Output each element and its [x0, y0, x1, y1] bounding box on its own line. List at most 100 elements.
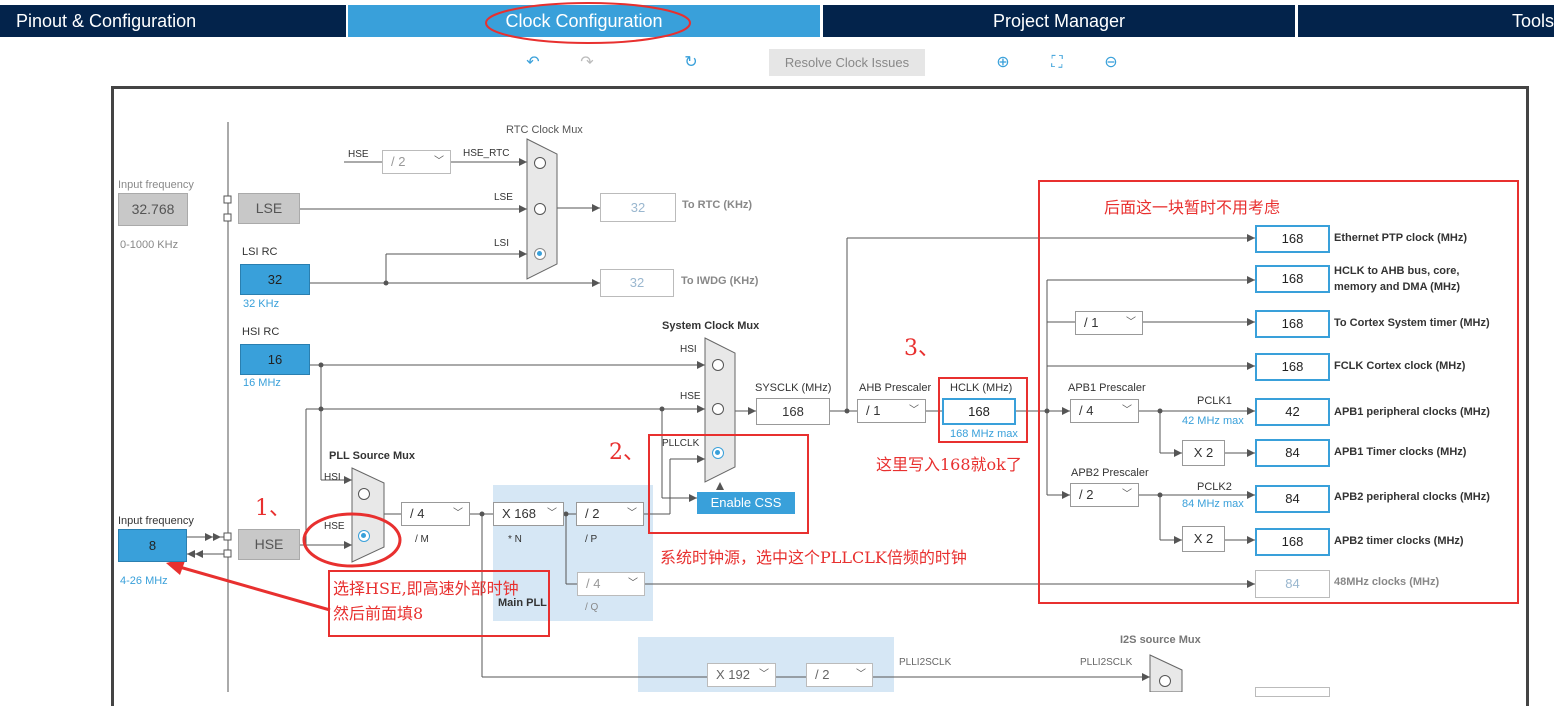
apb2-peripheral-output[interactable]: 84: [1255, 485, 1330, 513]
i2s-mux-radio[interactable]: [1159, 675, 1171, 687]
pll-m-divider-select[interactable]: / 4﹀: [401, 502, 470, 526]
pllclk-note: 系统时钟源，选中这个PLLCLK倍频的时钟: [660, 548, 967, 567]
lse-range-label: 0-1000 KHz: [120, 239, 179, 251]
rtc-hse-divider-value: / 2: [391, 154, 406, 169]
main-pll-label: Main PLL: [498, 597, 547, 609]
chevron-down-icon: ﹀: [856, 669, 866, 680]
apb1-prescaler-value: / 4: [1079, 403, 1094, 418]
sys-mux-hsi-radio[interactable]: [712, 359, 724, 371]
chevron-down-icon: ﹀: [1122, 489, 1132, 500]
enable-css-button[interactable]: Enable CSS: [697, 492, 795, 514]
rtc-lse-label: LSE: [494, 192, 513, 203]
pll-n-label: * N: [508, 534, 522, 545]
rtc-lsi-label: LSI: [494, 238, 510, 249]
pll-m-label: / M: [415, 534, 429, 545]
apb1-prescaler-label: APB1 Prescaler: [1068, 382, 1146, 394]
hse-input-frequency-field[interactable]: 8: [118, 529, 187, 562]
tab-tools[interactable]: Tools: [1298, 5, 1554, 37]
pll-q-divider-select[interactable]: / 4﹀: [577, 572, 645, 596]
apb2-timer-output[interactable]: 168: [1255, 528, 1330, 556]
chevron-down-icon: ﹀: [628, 578, 638, 589]
plli2s-r-select[interactable]: / 2﹀: [806, 663, 873, 687]
i2s-output-field[interactable]: [1255, 687, 1330, 697]
zoom-in-icon[interactable]: ⊕: [996, 54, 1010, 71]
ahb-prescaler-select[interactable]: / 1﹀: [857, 399, 926, 423]
sysclk-label: SYSCLK (MHz): [755, 382, 832, 394]
sys-mux-pllclk-radio[interactable]: [712, 447, 724, 459]
sys-mux-hsi-label: HSI: [680, 344, 697, 355]
apb1-timer-output[interactable]: 84: [1255, 439, 1330, 467]
pclk1-label: PCLK1: [1197, 395, 1232, 407]
apb2-timer-multiplier: X 2: [1182, 526, 1225, 552]
rtc-hse-label: HSE: [348, 149, 369, 160]
apb1-peripheral-label: APB1 peripheral clocks (MHz): [1334, 406, 1490, 418]
redo-icon[interactable]: ↷: [580, 54, 594, 71]
plli2s-n-select[interactable]: X 192﹀: [707, 663, 776, 687]
rtc-mux-lse-radio[interactable]: [534, 203, 546, 215]
hse-note-box: [328, 570, 550, 637]
apb1-prescaler-select[interactable]: / 4﹀: [1070, 399, 1139, 423]
rtc-output-field[interactable]: 32: [600, 193, 676, 222]
chevron-down-icon: ﹀: [627, 508, 637, 519]
hsi-unit-label: 16 MHz: [243, 377, 281, 389]
pll-q-label: / Q: [585, 602, 599, 613]
pclk1-max-label: 42 MHz max: [1182, 415, 1244, 427]
pll-n-multiplier-select[interactable]: X 168﹀: [493, 502, 564, 526]
tab-label: Pinout & Configuration: [16, 11, 197, 31]
pll-source-mux-title: PLL Source Mux: [329, 450, 415, 462]
tab-label: Project Manager: [992, 11, 1126, 31]
clock-48mhz-output[interactable]: 84: [1255, 570, 1330, 598]
apb2-prescaler-select[interactable]: / 2 ﹀: [1070, 483, 1139, 507]
iwdg-output-field[interactable]: 32: [600, 269, 674, 297]
lsi-value-block: 32: [240, 264, 310, 295]
pll-src-hse-label: HSE: [324, 521, 345, 532]
tab-label: Clock Configuration: [505, 11, 663, 31]
plli2sclk-label: PLLI2SCLK: [899, 657, 952, 668]
cortex-timer-divider-value: / 1: [1084, 315, 1099, 330]
lse-input-frequency-label: Input frequency: [118, 179, 194, 191]
tab-pinout-configuration[interactable]: Pinout & Configuration: [0, 5, 346, 37]
sys-mux-hse-radio[interactable]: [712, 403, 724, 415]
apb1-peripheral-output[interactable]: 42: [1255, 398, 1330, 426]
chevron-down-icon: ﹀: [434, 156, 444, 167]
hclk-input-field[interactable]: 168: [942, 398, 1016, 425]
fclk-cortex-output[interactable]: 168: [1255, 353, 1330, 381]
pll-src-hse-radio[interactable]: [358, 530, 370, 542]
undo-icon[interactable]: ↶: [526, 54, 540, 71]
resolve-clock-issues-button[interactable]: Resolve Clock Issues: [769, 49, 925, 76]
tab-label: Tools: [1511, 11, 1554, 31]
pclk2-label: PCLK2: [1197, 481, 1232, 493]
pll-p-divider-select[interactable]: / 2﹀: [576, 502, 644, 526]
tab-clock-configuration[interactable]: Clock Configuration: [348, 5, 820, 37]
pclk2-max-label: 84 MHz max: [1182, 498, 1244, 510]
chevron-down-icon: ﹀: [453, 508, 463, 519]
fit-screen-icon[interactable]: ⛶: [1051, 54, 1063, 71]
rtc-hse-rtc-label: HSE_RTC: [463, 148, 510, 159]
tab-project-manager[interactable]: Project Manager: [823, 5, 1295, 37]
pll-src-hsi-radio[interactable]: [358, 488, 370, 500]
ahb-prescaler-label: AHB Prescaler: [859, 382, 932, 394]
system-clock-mux-title: System Clock Mux: [662, 320, 760, 332]
hclk-label: HCLK (MHz): [950, 382, 1013, 394]
cortex-system-timer-output[interactable]: 168: [1255, 310, 1330, 338]
zoom-out-icon[interactable]: ⊖: [1104, 54, 1118, 71]
rtc-mux-lsi-radio[interactable]: [534, 248, 546, 260]
apb1-timer-multiplier: X 2: [1182, 440, 1225, 466]
outputs-highlight-box: [1038, 180, 1519, 604]
fclk-cortex-label: FCLK Cortex clock (MHz): [1334, 360, 1466, 372]
lse-input-frequency-field[interactable]: 32.768: [118, 193, 188, 226]
apb2-prescaler-value: / 2: [1079, 487, 1094, 502]
apb2-peripheral-label: APB2 peripheral clocks (MHz): [1334, 491, 1490, 503]
hclk-ahb-label-line2: memory and DMA (MHz): [1334, 281, 1461, 293]
ethernet-ptp-output[interactable]: 168: [1255, 225, 1330, 253]
rtc-hse-divider-select[interactable]: / 2 ﹀: [382, 150, 451, 174]
hclk-ahb-label: HCLK to AHB bus, core,: [1334, 265, 1460, 277]
hclk-ahb-output[interactable]: 168: [1255, 265, 1330, 293]
cortex-system-timer-label: To Cortex System timer (MHz): [1334, 317, 1490, 329]
hse-input-frequency-label: Input frequency: [118, 515, 194, 527]
rtc-mux-hse-radio[interactable]: [534, 157, 546, 169]
pllclk-highlight-box: [648, 434, 809, 534]
cortex-timer-divider-select[interactable]: / 1﹀: [1075, 311, 1143, 335]
refresh-icon[interactable]: ↻: [684, 54, 698, 71]
clock-48mhz-label: 48MHz clocks (MHz): [1334, 576, 1440, 588]
